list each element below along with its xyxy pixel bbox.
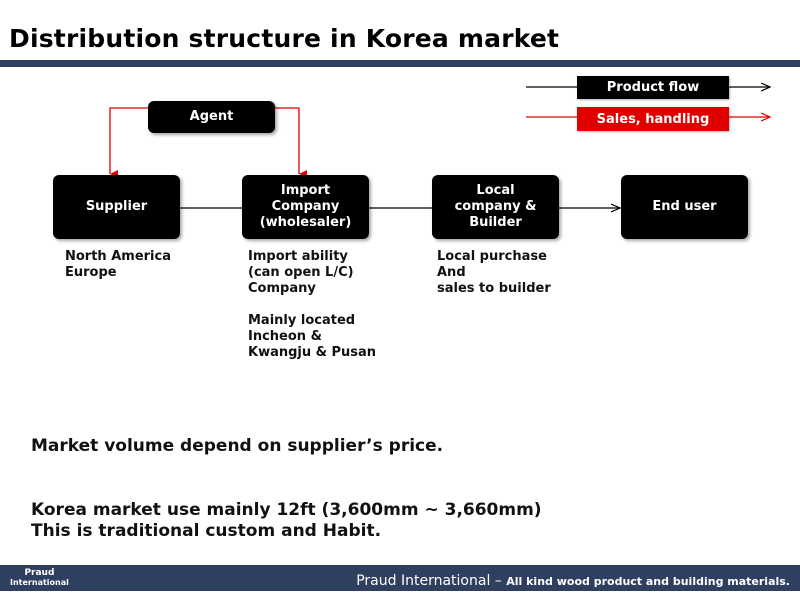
sales-agent-to-import <box>275 107 307 178</box>
import-company-box: Import Company (wholesaler) <box>242 175 369 239</box>
footer-company: Praud International <box>356 573 491 589</box>
sales-agent-to-supplier <box>109 107 149 178</box>
footer-tagline: All kind wood product and building mater… <box>506 575 790 588</box>
local-note: Local purchase And sales to builder <box>437 249 551 296</box>
footer-text: Praud International – All kind wood prod… <box>356 570 790 589</box>
legend-product-flow-label: Product flow <box>606 80 700 95</box>
footer-logo-line2: International <box>10 578 69 587</box>
agent-box: Agent <box>148 101 275 133</box>
slide-title: Distribution structure in Korea market <box>9 24 560 53</box>
legend-sales-handling-label: Sales, handling <box>596 111 710 127</box>
end-user-label: End user <box>652 199 717 214</box>
legend-product-flow: Product flow <box>577 76 729 99</box>
import-company-label: Import Company (wholesaler) <box>259 183 352 230</box>
footer-logo-line1: Praud <box>24 568 55 578</box>
supplier-box: Supplier <box>53 175 180 239</box>
footer-logo: Praud International <box>10 568 69 588</box>
korea-market-statement-line1: Korea market use mainly 12ft (3,600mm ~ … <box>31 500 542 520</box>
title-underline-bar <box>0 60 800 67</box>
supplier-label: Supplier <box>85 199 148 214</box>
footer-separator: – <box>490 573 507 589</box>
footer-bar: Praud International Praud International … <box>0 565 800 591</box>
market-volume-statement: Market volume depend on supplier’s price… <box>31 436 444 456</box>
local-company-label: Local company & Builder <box>454 183 537 230</box>
import-note: Import ability (can open L/C) Company Ma… <box>248 249 377 360</box>
legend-sales-handling: Sales, handling <box>577 107 729 131</box>
supplier-note: North America Europe <box>65 249 171 280</box>
korea-market-statement-line2: This is traditional custom and Habit. <box>31 521 382 541</box>
local-company-box: Local company & Builder <box>432 175 559 239</box>
end-user-box: End user <box>621 175 748 239</box>
agent-label: Agent <box>189 109 234 124</box>
